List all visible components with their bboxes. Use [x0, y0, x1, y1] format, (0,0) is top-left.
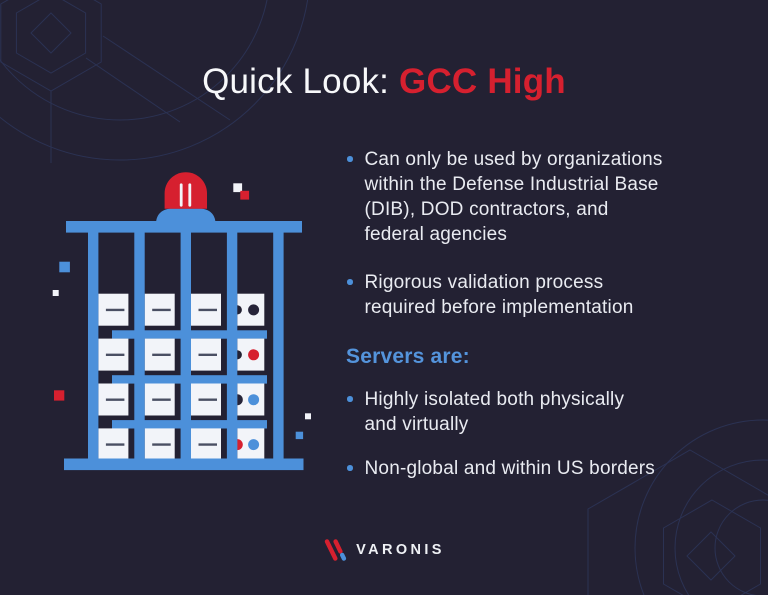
servers-heading: Servers are: [346, 345, 470, 368]
bullet-dot [347, 156, 353, 162]
bullet-dot [347, 465, 353, 471]
varonis-logo-icon [324, 539, 347, 561]
list-item: Can only be used by organizations within… [344, 147, 758, 247]
bullet-text: Non-global and within US borders [364, 458, 655, 479]
server-units [98, 293, 221, 461]
bullet-dot [347, 279, 353, 285]
list-item: Highly isolated both physically and virt… [344, 387, 758, 437]
rack-shelves [112, 330, 267, 429]
title-highlight: GCC High [399, 62, 566, 101]
alarm-light-icon [164, 172, 207, 209]
title-prefix: Quick Look: [202, 62, 400, 101]
bullet-text: Rigorous validation process required bef… [364, 272, 634, 318]
logo-wordmark: VARONIS [356, 542, 445, 558]
page-title: Quick Look: GCC High [0, 62, 768, 102]
list-item: Rigorous validation process required bef… [344, 270, 758, 320]
bullet-list: Can only be used by organizations within… [344, 147, 758, 481]
decor-squares [52, 183, 311, 440]
server-slot-lines [105, 308, 217, 446]
bullet-dot [347, 396, 353, 402]
bullet-text: Highly isolated both physically and virt… [364, 389, 625, 435]
footer-logo: VARONIS [0, 539, 768, 561]
rack-frame [64, 208, 304, 471]
status-light-units [232, 293, 265, 461]
list-item: Non-global and within US borders [344, 456, 758, 481]
bullet-text: Can only be used by organizations within… [364, 149, 663, 245]
